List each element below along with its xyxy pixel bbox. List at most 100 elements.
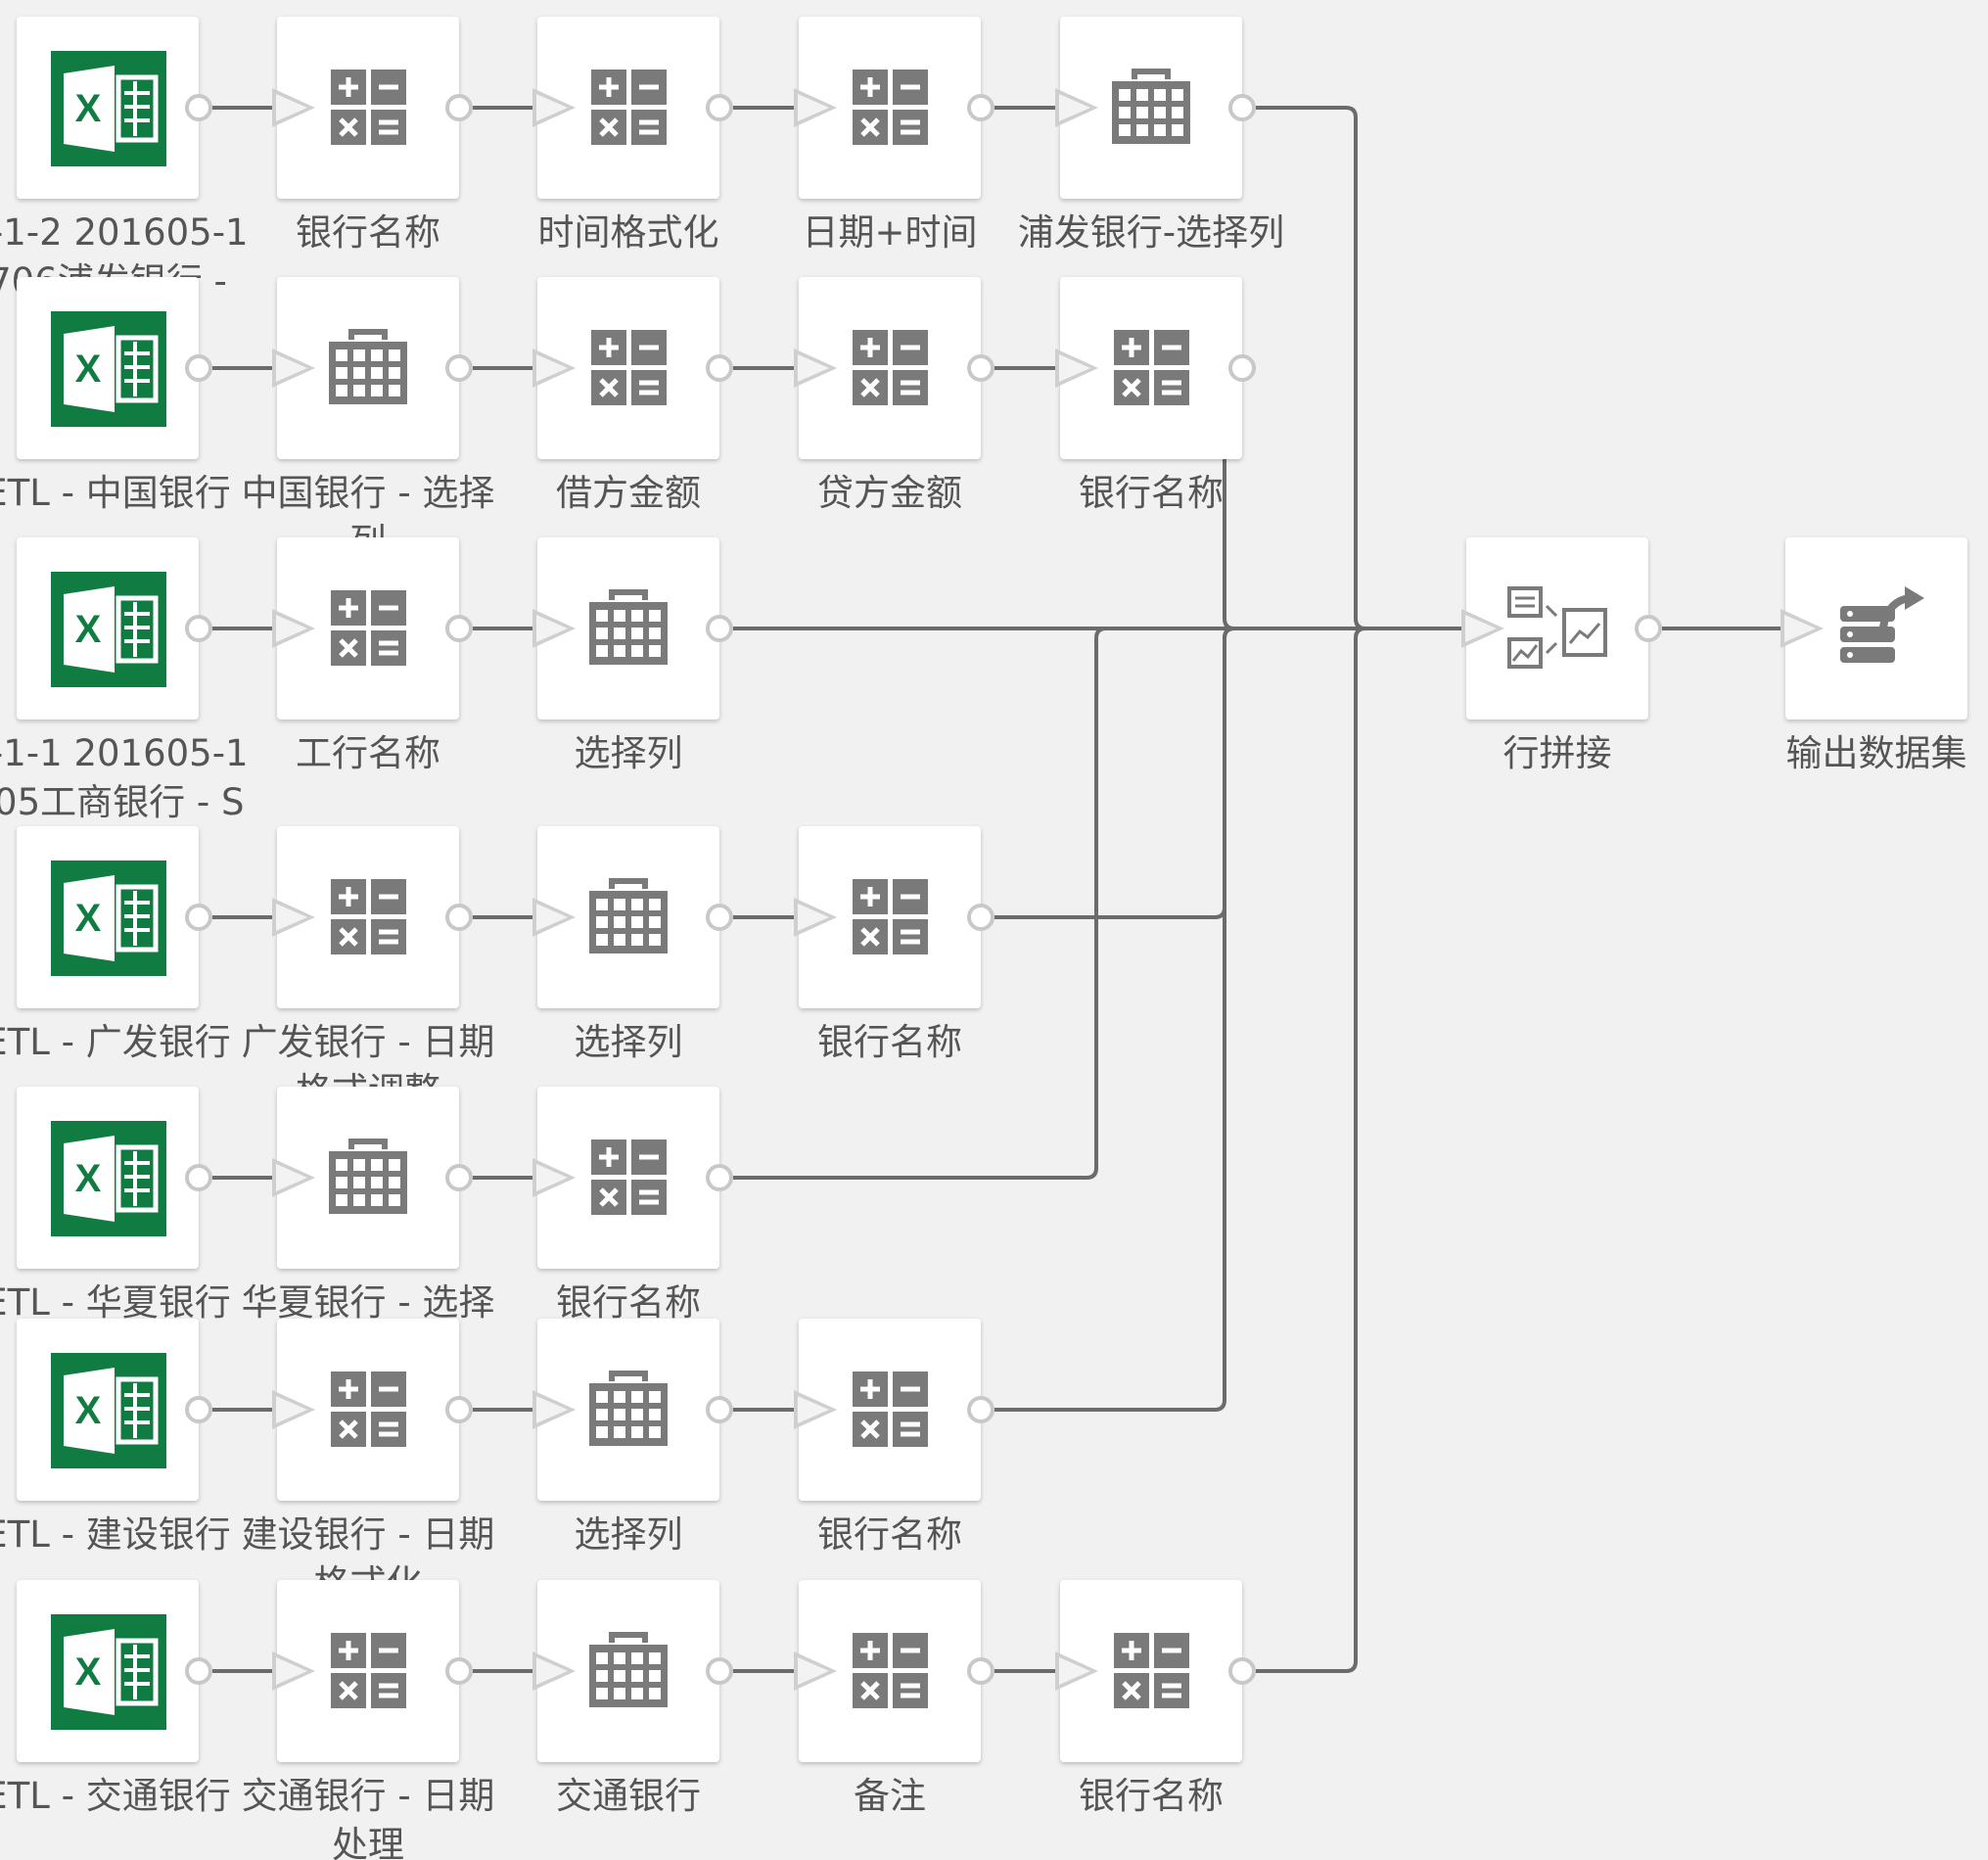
connection-line (994, 627, 1461, 919)
output-port[interactable] (967, 1396, 994, 1423)
node-label: 备注 (854, 1775, 926, 1817)
output-port[interactable] (967, 94, 994, 121)
row-union-node[interactable] (1466, 537, 1648, 720)
node-label: 银行名称 (817, 1021, 962, 1063)
excel-icon: X (51, 572, 166, 687)
node-r2-4[interactable] (799, 277, 981, 459)
input-port[interactable] (272, 88, 315, 127)
node-label: 日期+时间 (802, 211, 978, 254)
output-port[interactable] (1228, 94, 1256, 121)
input-port[interactable] (794, 1390, 837, 1429)
calculator-icon (853, 1372, 928, 1447)
output-port[interactable] (185, 354, 212, 382)
node-r1-1[interactable]: X (17, 17, 199, 199)
input-port[interactable] (1055, 1651, 1098, 1691)
output-port[interactable] (706, 1657, 733, 1685)
input-port[interactable] (272, 609, 315, 648)
node-r2-3[interactable] (537, 277, 719, 459)
input-port[interactable] (272, 1158, 315, 1197)
excel-icon: X (51, 1353, 166, 1468)
connection-line (733, 627, 1461, 1180)
output-port[interactable] (445, 904, 473, 931)
output-port[interactable] (445, 354, 473, 382)
output-port[interactable] (706, 1164, 733, 1191)
select-columns-icon (329, 329, 407, 404)
calculator-icon (1114, 330, 1189, 405)
node-label: ETL - 交通银行 (0, 1775, 231, 1817)
output-port[interactable] (445, 1164, 473, 1191)
input-port[interactable] (272, 1390, 315, 1429)
node-label: 银行名称 (556, 1281, 701, 1324)
node-r4-2[interactable] (277, 826, 459, 1008)
output-port[interactable] (445, 94, 473, 121)
calculator-icon (591, 70, 667, 145)
output-port[interactable] (445, 615, 473, 642)
node-r7-1[interactable]: X (17, 1580, 199, 1762)
node-r7-3[interactable] (537, 1580, 719, 1762)
input-port[interactable] (532, 609, 576, 648)
input-port[interactable] (532, 1651, 576, 1691)
output-port[interactable] (1228, 1657, 1256, 1685)
input-port[interactable] (794, 1651, 837, 1691)
input-port[interactable] (794, 349, 837, 388)
node-label: 银行名称 (1079, 472, 1224, 514)
node-label: 浦发银行-选择列 (1017, 211, 1285, 254)
node-r3-1[interactable]: X (17, 537, 199, 720)
node-r5-1[interactable]: X (17, 1087, 199, 1269)
node-r2-1[interactable]: X (17, 277, 199, 459)
input-port[interactable] (794, 898, 837, 937)
input-port[interactable] (532, 898, 576, 937)
input-port[interactable] (1055, 349, 1098, 388)
calculator-icon (853, 879, 928, 954)
output-port[interactable] (185, 1164, 212, 1191)
node-r4-1[interactable]: X (17, 826, 199, 1008)
node-label: 工行名称 (296, 732, 440, 774)
input-port[interactable] (532, 88, 576, 127)
output-port[interactable] (967, 354, 994, 382)
output-port[interactable] (1228, 354, 1256, 382)
calculator-icon (331, 1372, 406, 1447)
output-port[interactable] (185, 94, 212, 121)
output-port[interactable] (967, 1657, 994, 1685)
output-port[interactable] (706, 354, 733, 382)
input-port[interactable] (532, 1158, 576, 1197)
output-port[interactable] (706, 1396, 733, 1423)
select-columns-icon (329, 1139, 407, 1214)
calculator-icon (853, 330, 928, 405)
output-port[interactable] (185, 615, 212, 642)
node-label: 行拼接 (1503, 732, 1612, 774)
input-port[interactable] (272, 349, 315, 388)
output-port[interactable] (185, 1396, 212, 1423)
calculator-icon (591, 1139, 667, 1215)
node-r6-1[interactable]: X (17, 1319, 199, 1501)
input-port[interactable] (532, 349, 576, 388)
output-port[interactable] (706, 94, 733, 121)
calculator-icon (331, 590, 406, 666)
node-label: 选择列 (574, 732, 683, 774)
node-label: 交通银行 - 日期处理 (241, 1775, 495, 1860)
output-port[interactable] (185, 904, 212, 931)
output-port[interactable] (185, 1657, 212, 1685)
input-port[interactable] (272, 1651, 315, 1691)
node-label: 银行名称 (1079, 1775, 1224, 1817)
node-r5-2[interactable] (277, 1087, 459, 1269)
output-port[interactable] (445, 1396, 473, 1423)
input-port[interactable] (272, 898, 315, 937)
input-port[interactable] (1461, 609, 1504, 648)
calculator-icon (331, 1633, 406, 1708)
input-port[interactable] (532, 1390, 576, 1429)
output-port[interactable] (706, 615, 733, 642)
output-port[interactable] (1635, 615, 1662, 642)
output-port[interactable] (967, 904, 994, 931)
select-columns-icon (589, 1371, 668, 1446)
output-port[interactable] (706, 904, 733, 931)
node-label: 交通银行 (556, 1775, 701, 1817)
node-r6-4[interactable] (799, 1319, 981, 1501)
input-port[interactable] (1055, 88, 1098, 127)
output-port[interactable] (445, 1657, 473, 1685)
input-port[interactable] (794, 88, 837, 127)
input-port[interactable] (1780, 609, 1824, 648)
svg-text:X: X (75, 897, 102, 940)
